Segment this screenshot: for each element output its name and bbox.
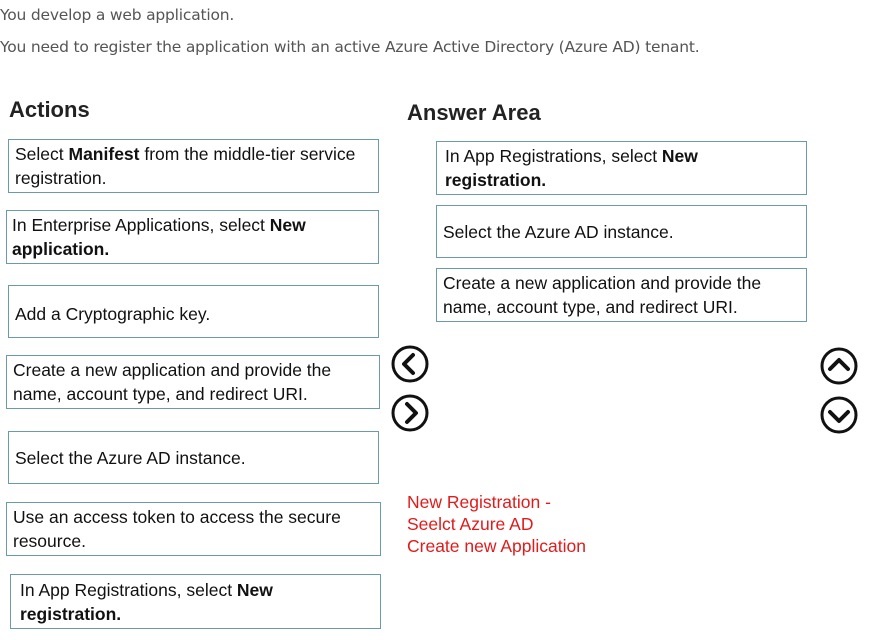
answer-item[interactable]: Select the Azure AD instance. xyxy=(436,205,807,258)
action-item[interactable]: Select the Azure AD instance. xyxy=(8,431,379,484)
answer-item-text-bold: New registration. xyxy=(445,146,698,190)
action-item-text-pre: In App Registrations, select xyxy=(20,579,237,600)
action-item[interactable]: In Enterprise Applications, select New a… xyxy=(6,210,379,264)
chevron-up-icon xyxy=(820,347,858,385)
move-left-button[interactable] xyxy=(391,345,429,383)
action-item-text-pre: Select xyxy=(15,144,69,164)
answer-item-text: Select the Azure AD instance. xyxy=(443,221,674,242)
note-line: Seelct Azure AD xyxy=(407,514,534,534)
intro-line-2: You need to register the application wit… xyxy=(0,38,700,56)
note-line: Create new Application xyxy=(407,536,586,556)
move-up-button[interactable] xyxy=(820,347,858,385)
answer-item-text-pre: In App Registrations, select xyxy=(445,146,662,166)
action-item-text-pre: In Enterprise Applications, select xyxy=(12,215,270,235)
action-item[interactable]: Select Manifest from the middle-tier ser… xyxy=(8,139,379,193)
action-item-text-bold: New registration. xyxy=(20,579,273,624)
action-item-text-post: from the middle-tier service registratio… xyxy=(15,144,356,188)
action-item[interactable]: Use an access token to access the secure… xyxy=(6,502,381,556)
answer-item[interactable]: In App Registrations, select New registr… xyxy=(436,141,807,195)
answer-area-heading: Answer Area xyxy=(407,100,541,125)
action-item-text: Select the Azure AD instance. xyxy=(15,447,246,468)
note-line: New Registration - xyxy=(407,492,551,512)
action-item-text: Add a Cryptographic key. xyxy=(15,303,211,324)
move-down-button[interactable] xyxy=(820,396,858,434)
action-item[interactable]: In App Registrations, select New registr… xyxy=(10,574,381,629)
answer-item[interactable]: Create a new application and provide the… xyxy=(436,268,807,322)
chevron-right-icon xyxy=(391,394,429,432)
move-right-button[interactable] xyxy=(391,394,429,432)
chevron-down-icon xyxy=(820,396,858,434)
answer-note: New Registration - Seelct Azure AD Creat… xyxy=(407,491,586,557)
intro-line-1: You develop a web application. xyxy=(0,6,235,24)
action-item-text-bold: New application. xyxy=(12,215,306,259)
action-item[interactable]: Add a Cryptographic key. xyxy=(8,285,379,338)
answer-item-text: Create a new application and provide the… xyxy=(443,273,762,317)
chevron-left-icon xyxy=(391,345,429,383)
action-item-text-bold: Manifest xyxy=(68,144,140,164)
actions-heading: Actions xyxy=(9,97,90,122)
action-item-text: Create a new application and provide the… xyxy=(13,360,332,404)
action-item-text: Use an access token to access the secure… xyxy=(13,507,341,551)
action-item[interactable]: Create a new application and provide the… xyxy=(6,355,380,409)
